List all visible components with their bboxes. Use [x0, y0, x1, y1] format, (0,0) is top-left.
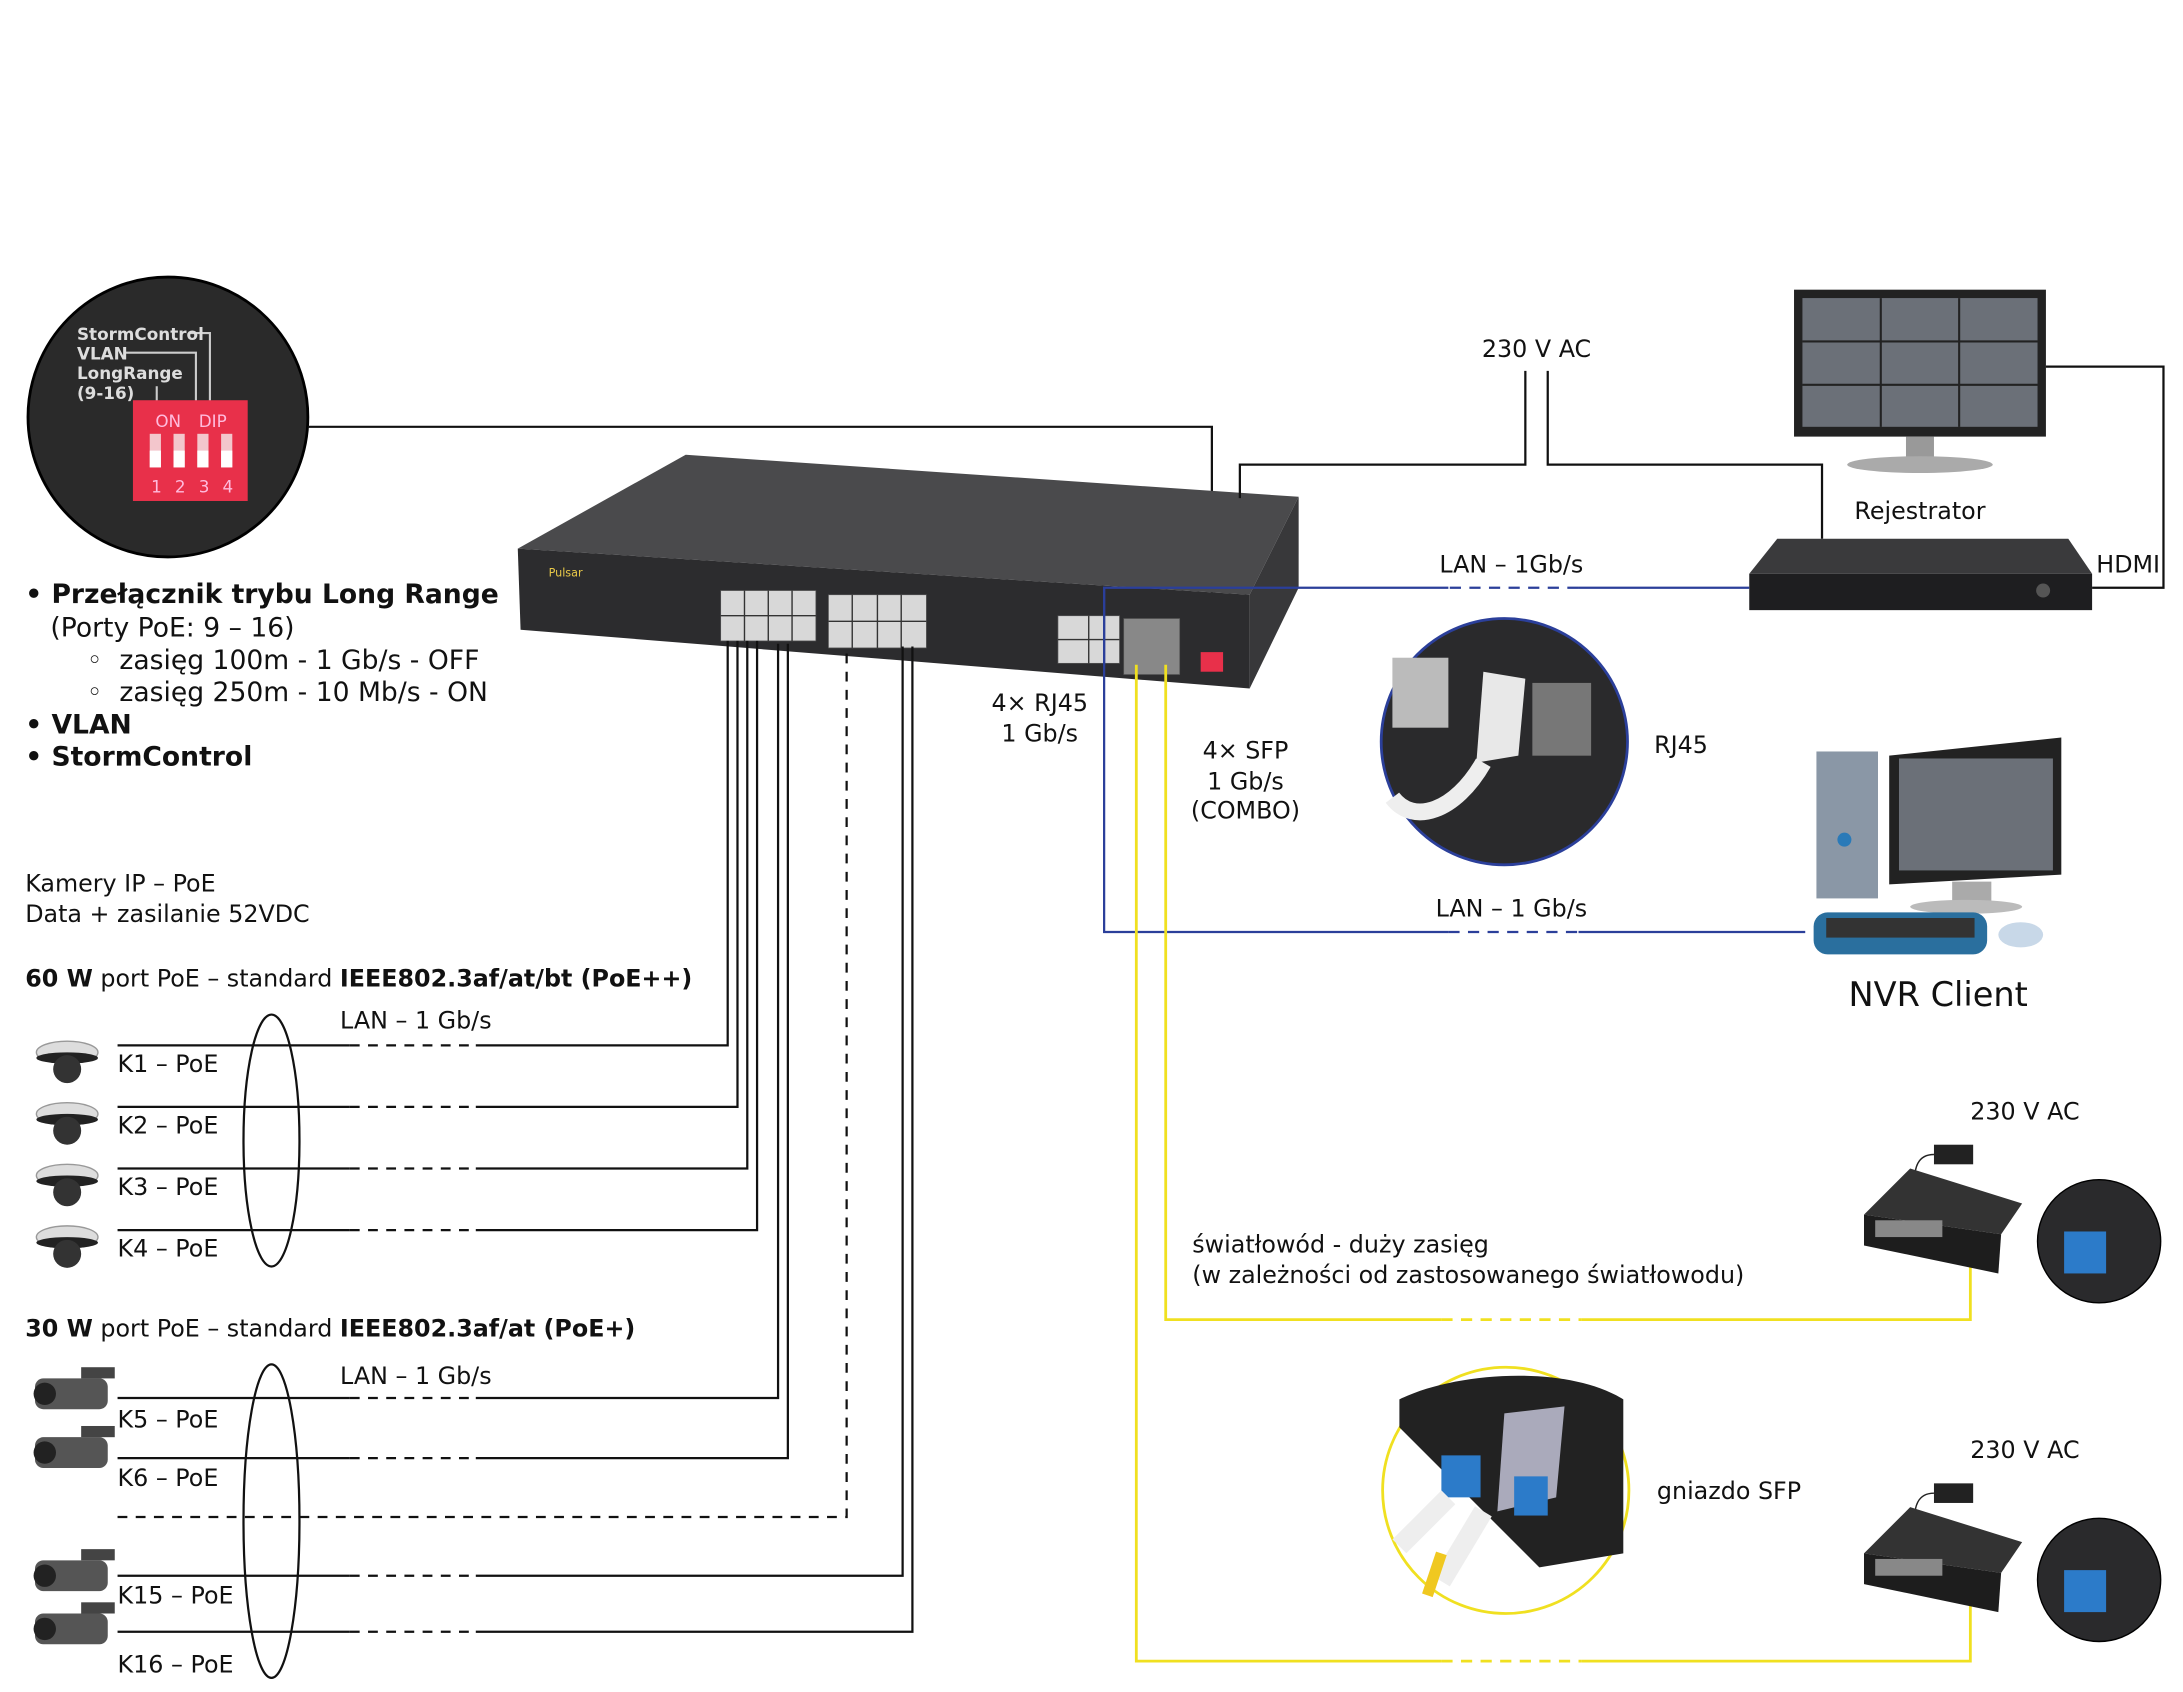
- feature-vlan: • VLAN: [25, 709, 132, 741]
- power-line-switch: [1238, 370, 1527, 499]
- camera-k3: K3 – PoE: [117, 1174, 219, 1203]
- camera-k2: K2 – PoE: [117, 1112, 219, 1141]
- power-line-recorder: [1546, 370, 1824, 539]
- hdmi-label: HDMI: [2096, 551, 2161, 580]
- fiber-line-1: [1164, 664, 1442, 1322]
- sfp-zoom: [1381, 1365, 1631, 1615]
- group-ellipse-60w: [242, 1013, 301, 1268]
- camera-k6: K6 – PoE: [117, 1465, 219, 1494]
- camera-k16: K16 – PoE: [117, 1651, 234, 1680]
- feature-option-on: ◦ zasięg 250m - 10 Mb/s - ON: [86, 677, 488, 709]
- lan-label-bottom: LAN – 1 Gb/s: [1435, 895, 1588, 924]
- feature-stormcontrol: • StormControl: [25, 741, 253, 773]
- main-poe-switch: [517, 454, 1299, 689]
- group-60w-lan: LAN – 1 Gb/s: [340, 1007, 492, 1036]
- nvr-recorder: [1749, 538, 2093, 611]
- dip-dip-text: DIP: [198, 411, 227, 432]
- dip-switch-on-device: [1200, 652, 1224, 672]
- dip-label-stormcontrol: StormControl: [76, 324, 204, 345]
- rj45-zoom-label: RJ45: [1654, 731, 1708, 760]
- nvr-client-label: NVR Client: [1848, 975, 2028, 1015]
- dome-cameras: [35, 1040, 99, 1268]
- group-ellipse-30w: [242, 1363, 301, 1680]
- ac-label-top: 230 V AC: [1481, 335, 1592, 364]
- group-30w-heading: 30 W port PoE – standard IEEE802.3af/at …: [25, 1315, 636, 1344]
- feature-long-range: • Przełącznik trybu Long Range: [25, 579, 499, 611]
- ac-label-2: 230 V AC: [1970, 1437, 2080, 1466]
- fiber-label: światłowód - duży zasięg: [1192, 1231, 1489, 1260]
- rj45-zoom: [1379, 617, 1629, 867]
- small-switch-1: [1864, 1144, 2162, 1304]
- group-60w-heading: 60 W port PoE – standard IEEE802.3af/at/…: [25, 965, 693, 994]
- sfp-socket-label: gniazdo SFP: [1656, 1477, 1802, 1506]
- camera-k1: K1 – PoE: [117, 1050, 219, 1079]
- monitor: [1794, 289, 2046, 473]
- camera-k4: K4 – PoE: [117, 1235, 219, 1264]
- nvr-client-pc: [1813, 737, 2062, 955]
- hdmi-line: [2045, 365, 2165, 589]
- ac-label-1: 230 V AC: [1970, 1098, 2080, 1127]
- switch-brand-logo: Pulsar: [549, 567, 583, 580]
- dip-number: 1: [151, 477, 162, 497]
- feature-long-range-title: Przełącznik trybu Long Range: [51, 579, 499, 611]
- cameras-subtitle: Data + zasilanie 52VDC: [25, 901, 310, 930]
- lan-label-top: LAN – 1Gb/s: [1439, 551, 1584, 580]
- rj45-speed-label: 1 Gb/s: [1001, 720, 1079, 749]
- small-switch-2: [1864, 1483, 2162, 1643]
- dip-number: 4: [222, 477, 234, 497]
- dip-label-longrange: LongRange: [76, 363, 183, 384]
- dip-number: 3: [198, 477, 210, 497]
- camera-k15: K15 – PoE: [117, 1582, 234, 1611]
- rj45-ports-label: 4× RJ45: [991, 689, 1088, 718]
- feature-long-range-ports: (Porty PoE: 9 – 16): [50, 612, 295, 644]
- group-30w-lan: LAN – 1 Gb/s: [340, 1363, 492, 1392]
- dip-number: 2: [174, 477, 186, 497]
- dip-label-range: (9-16): [76, 383, 135, 404]
- feature-option-off: ◦ zasięg 100m - 1 Gb/s - OFF: [86, 645, 480, 676]
- bullet-cameras: [33, 1367, 115, 1645]
- recorder-label: Rejestrator: [1854, 498, 1986, 527]
- sfp-speed-label: 1 Gb/s: [1207, 768, 1284, 797]
- cameras-title: Kamery IP – PoE: [25, 870, 216, 899]
- camera-k5: K5 – PoE: [117, 1406, 219, 1435]
- fiber-note: (w zależności od zastosowanego światłowo…: [1192, 1262, 1745, 1291]
- dip-on-text: ON: [155, 411, 182, 432]
- dip-switch-zoom: [26, 275, 310, 559]
- dip-label-vlan: VLAN: [76, 344, 128, 364]
- fiber-line-2: [1134, 664, 1442, 1663]
- sfp-combo-label: (COMBO): [1190, 797, 1300, 826]
- sfp-ports-label: 4× SFP: [1202, 737, 1289, 766]
